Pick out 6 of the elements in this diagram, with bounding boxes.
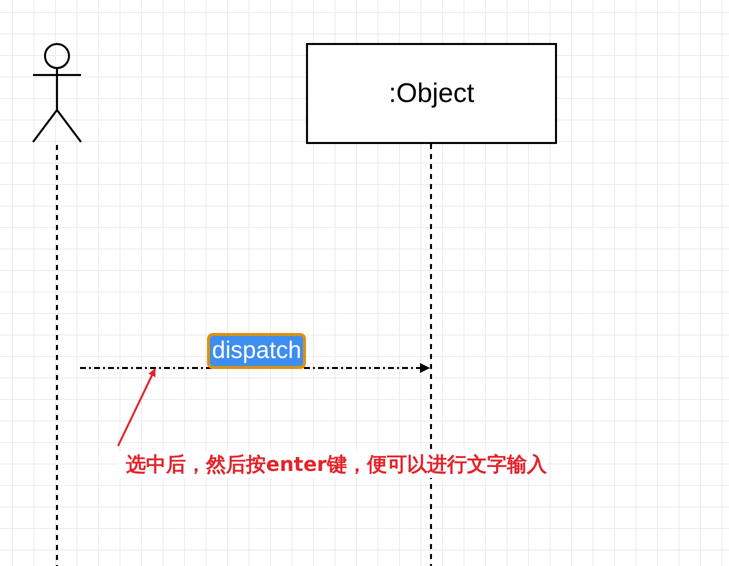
leader-line [117, 368, 156, 446]
object-box: :Object [306, 43, 557, 144]
stick-figure [30, 40, 84, 144]
annotation-text: 选中后，然后按enter键，便可以进行文字输入 [118, 450, 547, 478]
lifeline [55, 145, 59, 566]
edge-label: dispatch [207, 333, 306, 369]
